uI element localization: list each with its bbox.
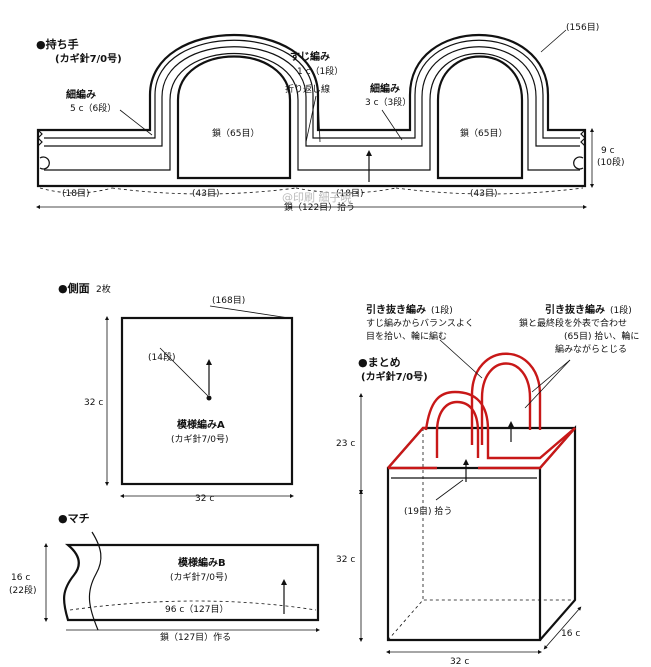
label-bag-height: 32 c <box>336 555 355 565</box>
label-sujiami-rows: 1 c（1段） <box>297 65 343 77</box>
leader-slip1 <box>439 339 483 379</box>
handle-stripe-2 <box>44 46 580 147</box>
label-hosoami-left: 細編み <box>66 88 96 101</box>
handles-title: ●持ち手 <box>36 37 79 51</box>
gusset-strip <box>62 543 320 622</box>
label-168: (168目) <box>212 295 245 306</box>
handles-diagram: ●持ち手 (カギ針7/0号) (156目) 細編み 5 c（6段） すじ編み 1… <box>36 22 624 213</box>
label-hosoami-right: 細編み <box>370 82 400 95</box>
leader-hosoami-right <box>381 109 403 141</box>
label-side-height: 32 c <box>84 398 103 408</box>
side-panel-diagram: ●側面 2枚 (168目) (14段) 32 c 模様編みA (カギ針7/0号)… <box>58 281 294 504</box>
leader-suji-1 <box>305 95 317 143</box>
bag-bottom-hidden <box>387 599 575 641</box>
slip1-line2: 目を拾い、輪に編む <box>366 330 447 342</box>
leader-suji-2 <box>317 95 321 143</box>
handle-inner-arch-left <box>176 55 292 180</box>
center-dot <box>206 395 212 401</box>
end-loop-left <box>39 156 50 170</box>
dim-gusset-length <box>69 600 317 611</box>
assembly-title: ●まとめ <box>358 356 401 369</box>
label-18-center: (18目) <box>336 188 363 199</box>
handle-stripe-3 <box>44 52 580 171</box>
gusset-break <box>88 531 102 631</box>
leader-pick <box>435 479 464 501</box>
assembly-hook: (カギ針7/0号) <box>361 370 428 383</box>
handle-outline <box>36 33 587 188</box>
label-14: (14段) <box>148 351 175 363</box>
label-height-rows: (10段) <box>597 156 624 168</box>
label-bag-width: 32 c <box>450 657 469 667</box>
slip2-line2: (65目) 拾い、輪に <box>564 330 639 342</box>
label-pick: (19目) 拾う <box>404 505 452 517</box>
handle-stripe-1 <box>44 39 580 139</box>
end-loop-right <box>573 156 584 170</box>
break-right <box>580 129 586 147</box>
leader-slip2-b <box>524 359 571 409</box>
slip2-line3: 編みながらとじる <box>555 343 627 355</box>
bag-front <box>386 466 542 642</box>
side-title: ●側面 <box>58 281 90 295</box>
label-gusset-hook: (カギ針7/0号) <box>170 571 228 583</box>
label-bag-depth: 16 c <box>561 629 580 639</box>
leader-168 <box>209 305 290 319</box>
gusset-diagram: ●マチ 16 c (22段) 模様編みB (カギ針7/0号) 96 c（127目… <box>9 512 320 643</box>
leader-14 <box>159 347 209 397</box>
leader-hosoami-left <box>119 109 153 136</box>
gusset-title: ●マチ <box>58 512 90 525</box>
label-gusset-chain: 鎖（127目）作る <box>160 631 231 643</box>
label-43-left: (43目) <box>192 188 219 199</box>
slip1-line1: すじ編みからバランスよく <box>366 317 474 329</box>
slip2-line1: 鎖と最終段を外表で合わせ <box>519 317 627 329</box>
handle-inner-arch-right <box>436 55 524 180</box>
rim-red <box>388 427 576 470</box>
label-18-left: (18目) <box>62 188 89 199</box>
label-sujiami: すじ編み <box>290 50 330 63</box>
label-hosoami-left-rows: 5 c（6段） <box>70 102 116 114</box>
leader-156 <box>540 29 567 53</box>
label-pattern-a: 模様編みA <box>177 418 225 431</box>
label-156: (156目) <box>566 22 599 33</box>
label-chain-left: 鎖（65目） <box>212 127 259 139</box>
dim-bag-depth <box>543 606 582 650</box>
label-chain-right: 鎖（65目） <box>460 127 507 139</box>
assembly-diagram: 引き抜き編み (1段) すじ編みからバランスよく 目を拾い、輪に編む 引き抜き編… <box>336 303 639 667</box>
label-side-hook: (カギ針7/0号) <box>171 433 229 445</box>
slip1-title: 引き抜き編み <box>366 303 426 316</box>
label-gusset-length: 96 c（127目） <box>165 604 228 615</box>
break-left <box>37 129 43 147</box>
label-height-c: 9 c <box>601 146 615 156</box>
handles-hook: (カギ針7/0号) <box>55 52 122 65</box>
label-gusset-height: 16 c <box>11 573 30 583</box>
slip2-rows: (1段) <box>610 304 632 316</box>
label-gusset-rows: (22段) <box>9 584 36 596</box>
label-hosoami-right-rows: 3 c（3段） <box>365 96 411 108</box>
bag-side <box>539 425 577 641</box>
dim-43-right <box>395 187 584 195</box>
side-count: 2枚 <box>96 283 111 295</box>
slip2-title: 引き抜き編み <box>545 303 605 316</box>
leader-slip2-a <box>531 359 571 393</box>
back-handle-red <box>470 352 542 445</box>
dim-18-center <box>295 187 397 194</box>
slip1-rows: (1段) <box>431 304 453 316</box>
label-orikaeshi: 折り返し線 <box>285 83 330 95</box>
dim-18-left <box>39 187 113 194</box>
label-side-width: 32 c <box>195 494 214 504</box>
label-bottom-chain: 鎖（122目）拾う <box>284 201 355 213</box>
dim-43-left <box>111 187 297 195</box>
side-panel <box>120 316 294 486</box>
label-43-right: (43目) <box>470 188 497 199</box>
label-pattern-b: 模様編みB <box>178 556 226 569</box>
watermark: @印刷 細子暁 <box>282 191 352 204</box>
front-handle-red <box>387 390 576 469</box>
label-handle-height: 23 c <box>336 439 355 449</box>
